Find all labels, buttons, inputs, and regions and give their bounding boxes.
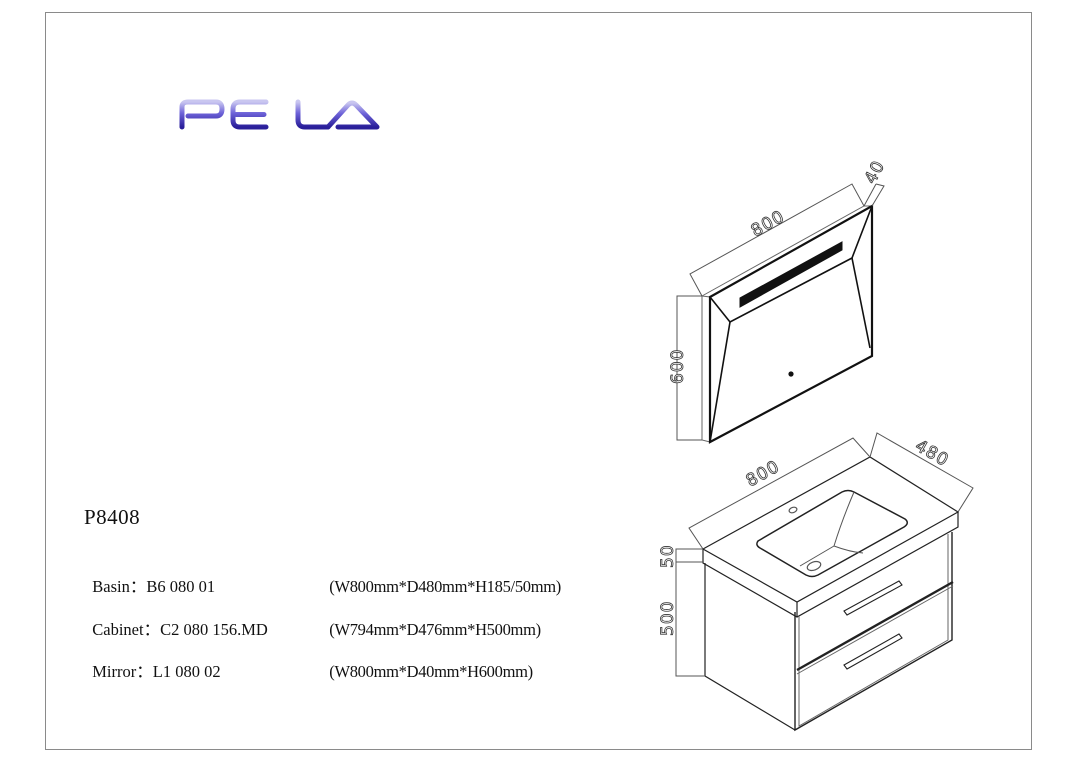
spec-mirror: Mirror：L1 080 02(W800mm*D40mm*H600mm)	[84, 638, 533, 682]
spec-code: B6 080 01	[146, 577, 216, 596]
vanity-width-label: 800	[743, 457, 784, 492]
drawer-handle-bottom-icon	[843, 633, 903, 670]
led-strip-icon	[739, 241, 843, 308]
spec-mirror-code: Mirror：L1 080 02	[92, 658, 329, 682]
spec-basin: Basin：B6 080 01(W800mm*D480mm*H185/50mm)	[84, 553, 561, 597]
drawing-frame	[45, 12, 1032, 750]
spec-cabinet: Cabinet：C2 080 156.MD(W794mm*D476mm*H500…	[84, 596, 541, 640]
mirror-dimension-lines	[676, 183, 885, 441]
faucet-hole-icon	[788, 506, 798, 514]
spec-label: Basin：	[92, 577, 147, 596]
vanity-depth-label: 480	[912, 436, 953, 471]
touch-sensor-icon	[788, 371, 794, 377]
spec-basin-code: Basin：B6 080 01	[92, 573, 329, 597]
mirror-height-label: 600	[668, 349, 688, 384]
mirror-drawing	[701, 204, 874, 444]
model-number: P8408	[84, 505, 141, 529]
spec-dimensions: (W794mm*D476mm*H500mm)	[329, 620, 541, 639]
mirror-depth-label: 40	[861, 157, 890, 187]
drawer-handle-top-icon	[843, 580, 903, 616]
cabinet-height-label: 500	[658, 601, 678, 636]
spec-code: L1 080 02	[152, 662, 221, 681]
top-height-label: 50	[658, 544, 678, 568]
mirror-width-label: 800	[748, 207, 789, 242]
spec-dimensions: (W800mm*D480mm*H185/50mm)	[329, 577, 561, 596]
spec-label: Mirror：	[92, 662, 153, 681]
spec-code: C2 080 156.MD	[160, 620, 268, 639]
spec-dimensions: (W800mm*D40mm*H600mm)	[329, 662, 533, 681]
basin-bowl	[756, 489, 908, 578]
peila-logo	[179, 99, 380, 130]
spec-cabinet-code: Cabinet：C2 080 156.MD	[92, 616, 329, 640]
drain-icon	[806, 560, 822, 572]
spec-label: Cabinet：	[92, 620, 161, 639]
vanity-drawing	[701, 456, 960, 732]
vanity-dimension-lines	[675, 432, 974, 677]
